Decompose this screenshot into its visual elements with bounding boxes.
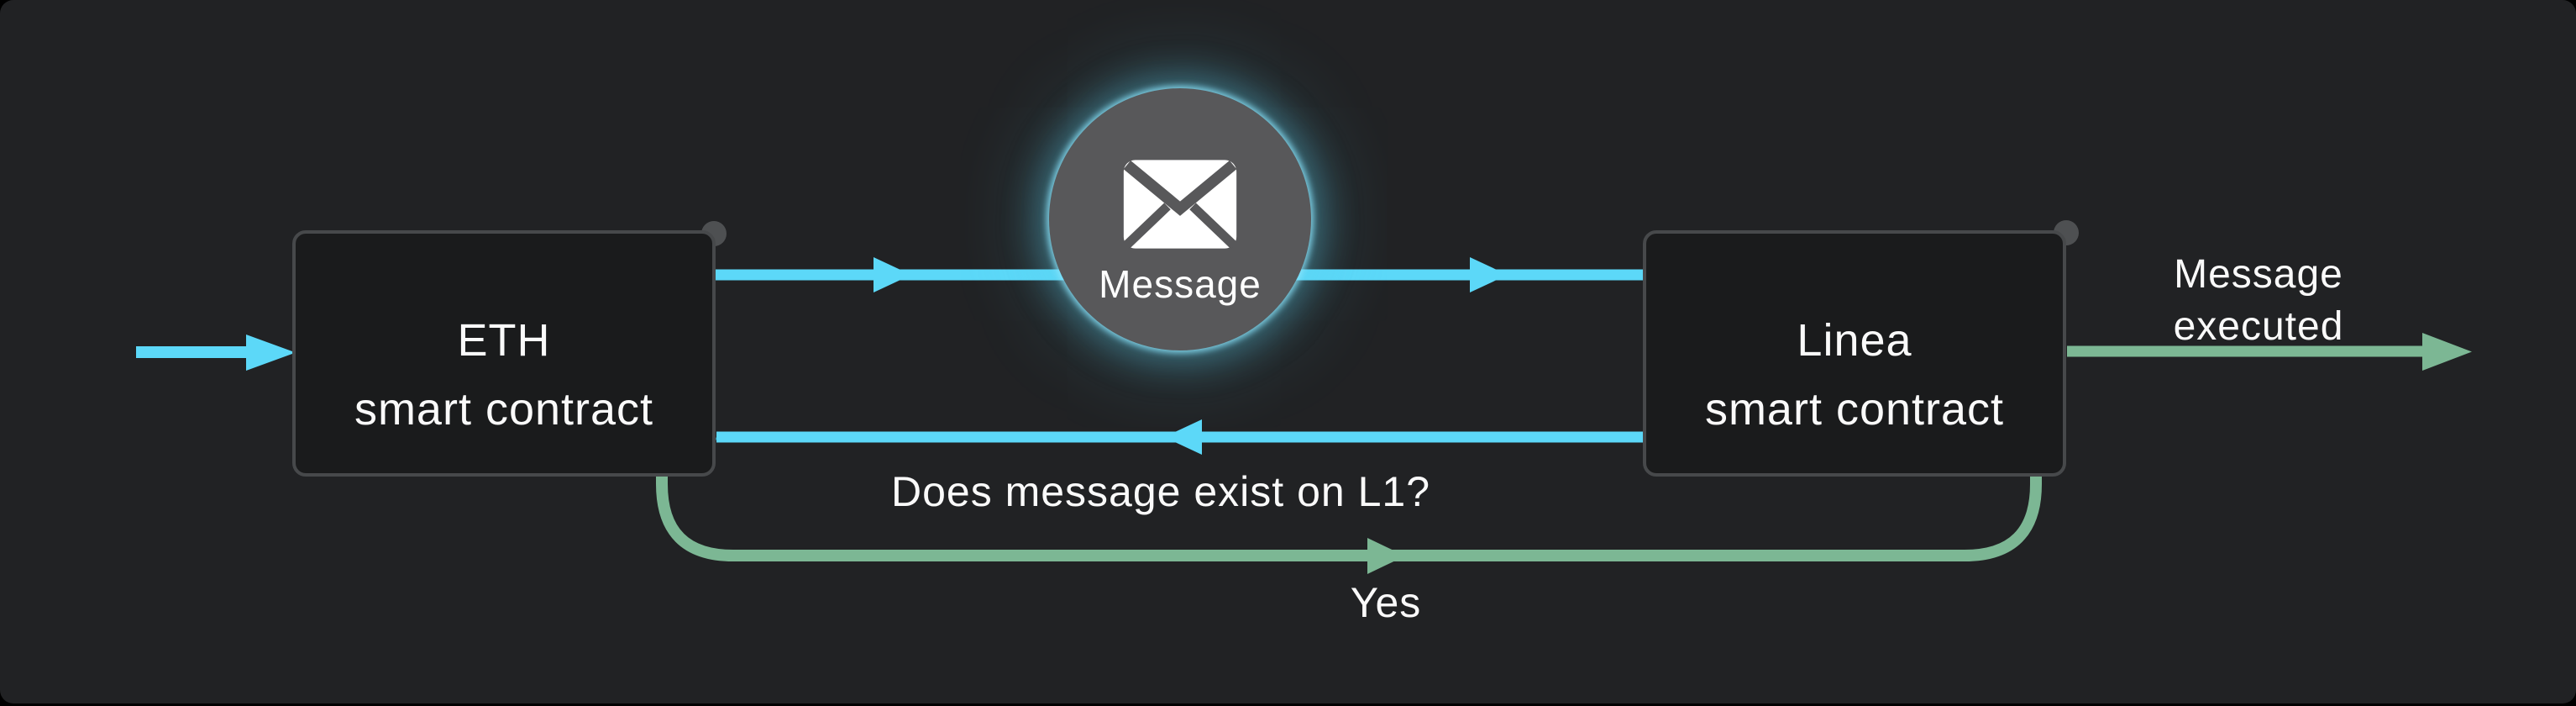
flow-arrowhead-right-icon xyxy=(1470,257,1508,292)
yes-loop-arrowhead-icon xyxy=(1367,538,1405,574)
executed-arrowhead-icon xyxy=(2422,333,2472,371)
return-arrowhead-icon xyxy=(1164,419,1202,455)
envelope-icon xyxy=(1122,160,1238,250)
entry-arrowhead-icon xyxy=(246,335,296,371)
message-node: Message xyxy=(1049,88,1311,350)
eth-node-label: ETH smart contract xyxy=(354,315,654,435)
message-executed-annotation: Message executed xyxy=(2173,252,2344,349)
flow-arrowhead-left-icon xyxy=(874,257,911,292)
linea-smart-contract-node: Linea smart contract xyxy=(1643,230,2066,477)
question-annotation: Does message exist on L1? xyxy=(890,468,1431,515)
linea-node-label: Linea smart contract xyxy=(1704,315,2005,435)
yes-annotation: Yes xyxy=(1350,579,1422,626)
eth-smart-contract-node: ETH smart contract xyxy=(292,230,716,477)
message-node-label: Message xyxy=(1099,262,1262,306)
yes-loop-line xyxy=(656,474,2042,561)
